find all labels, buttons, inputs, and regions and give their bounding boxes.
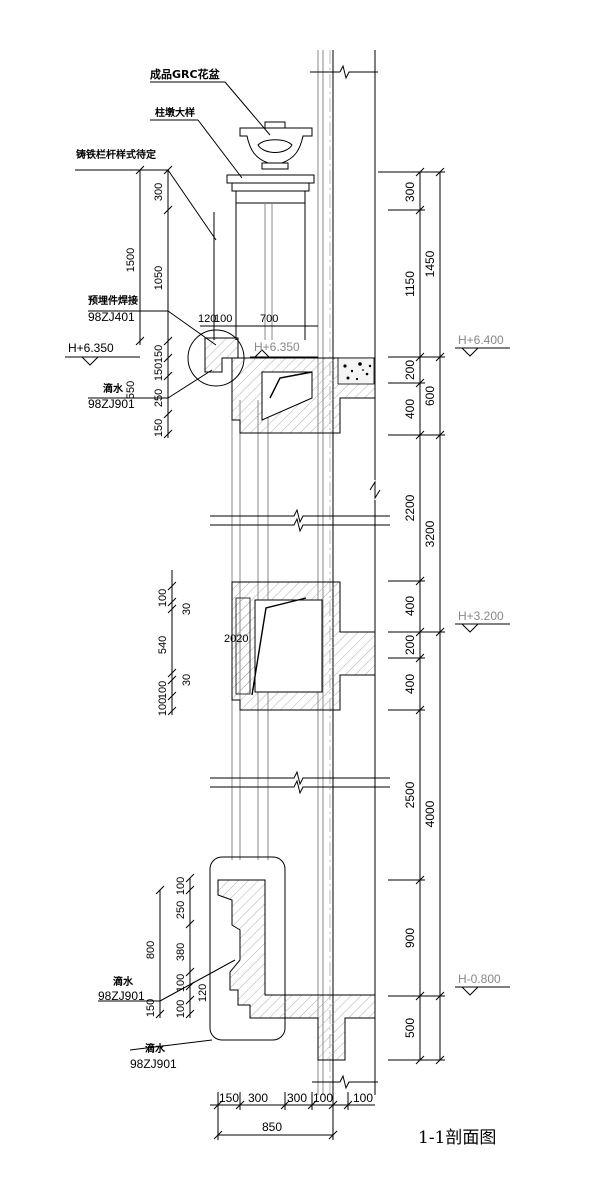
elevation-mid: H+6.350 (254, 340, 300, 354)
dim-base-250: 250 (175, 901, 187, 919)
elevation-r3: H-0.800 (458, 972, 501, 986)
elevation-r1: H+6.400 (458, 333, 504, 347)
elevation-r2: H+3.200 (458, 609, 504, 623)
left-dimensions (135, 165, 195, 1019)
dim-right-2500: 2500 (403, 781, 417, 808)
dim-wall-100c: 100 (157, 698, 169, 716)
dim-left-300: 300 (153, 183, 165, 201)
dim-right-200b: 200 (403, 635, 417, 655)
dim-right-2200: 2200 (403, 494, 417, 521)
dim-base-100b: 100 (175, 974, 187, 992)
railing-note: 铸铁栏杆样式待定 (76, 148, 156, 161)
dim-wall-100a: 100 (157, 589, 169, 607)
column-note: 柱墩大样 (155, 106, 195, 119)
dim-right-300: 300 (403, 182, 417, 202)
dim-base-100c: 100 (175, 1000, 187, 1018)
dim-right-400c: 400 (403, 674, 417, 694)
dim-top-120: 120 (198, 313, 216, 325)
dim-left-150a: 150 (153, 345, 165, 363)
dim-base-800: 800 (145, 941, 157, 959)
dim-right-3200: 3200 (423, 520, 437, 547)
elevation-left: H+6.350 (68, 341, 114, 355)
drip-ref-1: 98ZJ901 (88, 397, 135, 411)
dim-left-1050: 1050 (153, 266, 165, 290)
dim-wall-30b: 30 (181, 674, 193, 686)
dim-right-1450: 1450 (423, 250, 437, 277)
grc-note: 成品GRC花盆 (150, 67, 221, 81)
dim-base-150: 150 (145, 999, 157, 1017)
embed-note: 预埋件焊接 (88, 294, 138, 307)
top-slab-section (187, 329, 376, 434)
dim-bottom-300b: 300 (287, 1091, 307, 1105)
right-dimensions (378, 167, 445, 1065)
dim-left-150b: 150 (153, 363, 165, 381)
bottom-dimensions (210, 1092, 375, 1140)
dim-bottom-150: 150 (219, 1091, 239, 1105)
dim-base-100a: 100 (175, 877, 187, 895)
dim-base-380: 380 (175, 943, 187, 961)
dim-left-150c: 150 (153, 419, 165, 437)
dim-right-200a: 200 (403, 360, 417, 380)
dim-right-400b: 400 (403, 596, 417, 616)
elevation-markers (65, 347, 510, 996)
embed-ref: 98ZJ401 (88, 310, 135, 324)
drawing-title: 1-1剖面图 (418, 1128, 496, 1148)
dim-right-400a: 400 (403, 399, 417, 419)
dim-right-4000: 4000 (423, 800, 437, 827)
dim-base-120: 120 (197, 984, 209, 1002)
dim-top-100: 100 (214, 313, 232, 325)
dim-wall-30a: 30 (181, 603, 193, 615)
dim-bottom-100a: 100 (313, 1091, 333, 1105)
dim-left-550: 550 (125, 381, 137, 399)
drip-ref-3: 98ZJ901 (130, 1057, 177, 1071)
dim-right-600: 600 (423, 386, 437, 406)
leader-lines (75, 81, 271, 1002)
grc-planter (239, 121, 313, 170)
base-section (129, 856, 376, 1061)
lintel-section (231, 581, 376, 711)
dim-bottom-100b: 100 (353, 1091, 373, 1105)
drip-note-2: 滴水 (113, 975, 134, 988)
wall-lines (210, 50, 390, 1095)
dim-top-700: 700 (260, 313, 278, 325)
dim-left-250: 250 (153, 389, 165, 407)
drip-note-3: 滴水 (145, 1042, 166, 1055)
dim-wall-540: 540 (157, 636, 169, 654)
dim-left-1500: 1500 (125, 248, 137, 272)
column-pier (213, 174, 315, 340)
dim-right-900: 900 (403, 928, 417, 948)
dim-right-500: 500 (403, 1018, 417, 1038)
dim-right-1150: 1150 (403, 271, 417, 297)
dim-wall-2020: 2020 (224, 633, 248, 645)
dim-wall-100b: 100 (157, 681, 169, 699)
dim-bottom-850: 850 (262, 1120, 282, 1134)
dim-bottom-300a: 300 (248, 1091, 268, 1105)
drip-ref-2: 98ZJ901 (98, 989, 145, 1003)
drip-note-1: 滴水 (103, 382, 124, 395)
